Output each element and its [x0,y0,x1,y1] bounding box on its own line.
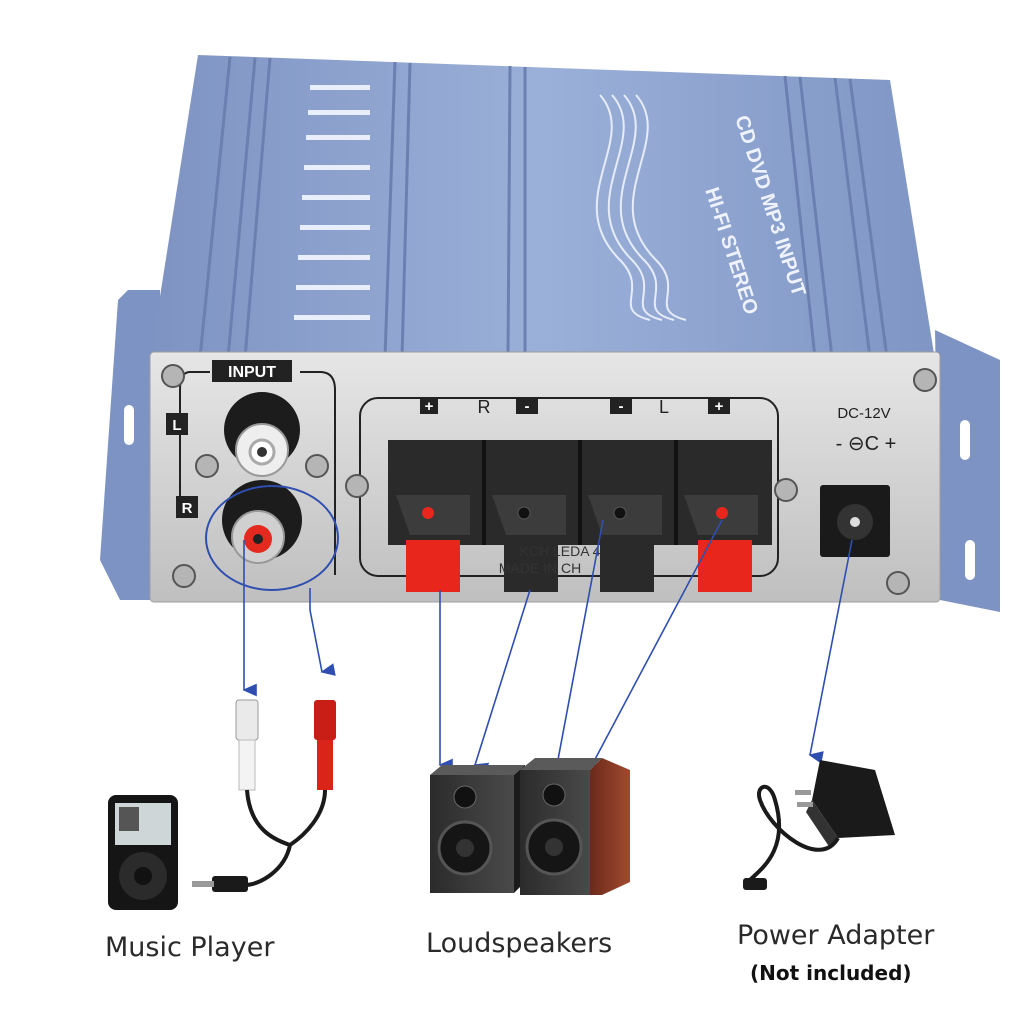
music-player-label: Music Player [105,932,275,963]
power-adapter-note: (Not included) [750,961,912,985]
terminal-labels: + R - - L + [420,397,730,417]
channel-left-label: L [172,417,181,434]
rca-cable-icon [192,699,336,892]
power-adapter-label: Power Adapter [737,920,935,951]
loudspeaker-left-icon [430,765,525,893]
loudspeaker-right-icon [520,758,630,895]
music-player-icon [108,795,178,910]
terminal-label-2: R [478,397,491,417]
dc-polarity-label: - ⊖C + [836,433,897,455]
power-adapter-icon [743,760,895,890]
connection-lines [242,519,853,777]
screw-icons [161,364,937,595]
input-label: INPUT [228,364,276,381]
mounting-flange-left [100,290,160,600]
rca-jack-right-red [222,480,302,564]
rca-highlight-circle [205,485,339,591]
dc-voltage-label: DC-12V [837,405,890,422]
terminal-label-5: L [659,397,669,417]
terminal-label-3: - [525,398,530,415]
terminal-label-4: - [619,398,624,415]
panel-print-line-2: MADE IN CH [499,560,581,576]
dc-power-jack [820,485,890,557]
panel-print-line-1: KCH LEDA 4 [520,543,601,559]
mounting-flange-right [935,330,1000,612]
terminal-label-1: + [425,398,434,415]
loudspeakers-label: Loudspeakers [426,928,613,959]
amplifier-top-heatsink [150,55,935,360]
terminal-label-6: + [715,398,724,415]
speaker-terminal-block [388,440,772,592]
rca-jack-left-white [224,392,300,477]
channel-right-label: R [182,500,193,517]
